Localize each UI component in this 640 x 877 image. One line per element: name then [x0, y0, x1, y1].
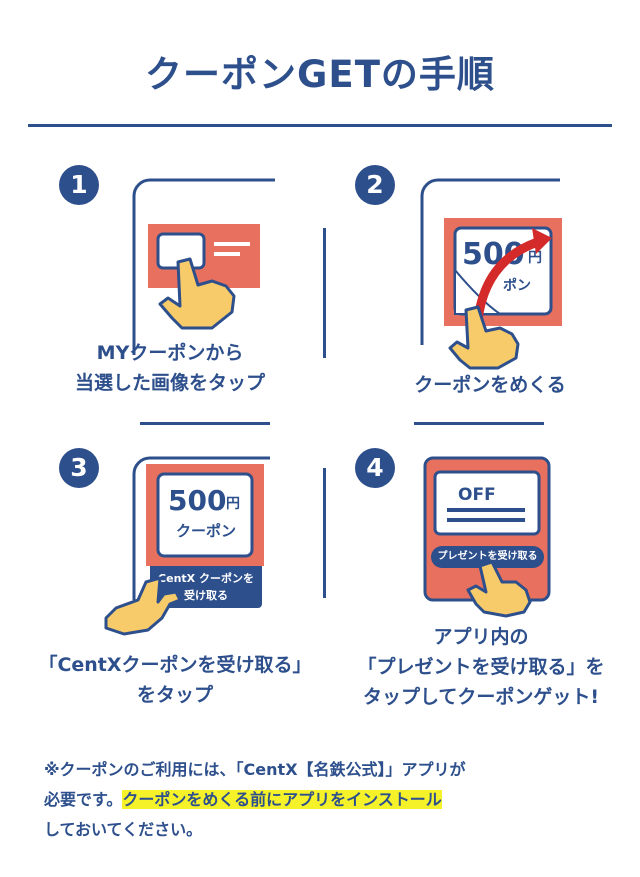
- step-3-coupon-unit: 円: [226, 496, 240, 512]
- hand-icon: [448, 305, 520, 370]
- step-4-caption: アプリ内の 「プレゼントを受け取る」を タップしてクーポンゲット!: [336, 622, 626, 712]
- hand-icon: [466, 560, 532, 618]
- step-2-coupon-label: ポン: [503, 277, 531, 294]
- note-line1: ※クーポンのご利用には、「CentX【名鉄公式】」アプリが: [44, 760, 466, 779]
- step-4-caption-line3: タップしてクーポンゲット!: [362, 686, 600, 708]
- hand-icon: [104, 576, 182, 636]
- step-1-caption-line2: 当選した画像をタップ: [74, 372, 265, 394]
- step-1-caption-line1: MYクーポンから: [96, 342, 244, 364]
- step-4-caption-line2: 「プレゼントを受け取る」を: [357, 656, 605, 678]
- step-3-caption-line2: をタップ: [136, 684, 213, 706]
- note-line2: 必要です。クーポンをめくる前にアプリをインストール: [44, 785, 604, 815]
- horizontal-divider-left: [140, 422, 270, 425]
- step-4-ticket-text: OFF: [458, 485, 496, 505]
- step-4-caption-line1: アプリ内の: [433, 626, 529, 648]
- hand-icon: [158, 257, 236, 330]
- note-highlight: クーポンをめくる前にアプリをインストール: [122, 790, 442, 809]
- step-3-caption: 「CentXクーポンを受け取る」 をタップ: [30, 650, 320, 710]
- horizontal-divider-right: [414, 422, 544, 425]
- step-number-1: 1: [59, 165, 99, 205]
- note-line3: しておいてください。: [44, 820, 203, 839]
- step-2-caption: クーポンをめくる: [380, 370, 600, 400]
- step-number-2: 2: [355, 165, 395, 205]
- curl-arrow-icon: [473, 228, 552, 325]
- page-title: クーポンGETの手順: [145, 53, 495, 96]
- receive-present-button[interactable]: プレゼントを受け取る: [431, 546, 544, 568]
- install-note: ※クーポンのご利用には、「CentX【名鉄公式】」アプリが 必要です。クーポンを…: [44, 755, 604, 845]
- vertical-divider-bottom: [323, 468, 326, 598]
- receive-button-line2: 受け取る: [184, 589, 228, 602]
- step-3-coupon-amount: 500: [168, 484, 226, 517]
- title-divider: [28, 124, 612, 127]
- step-number-4: 4: [355, 448, 395, 488]
- step-1-caption: MYクーポンから 当選した画像をタップ: [40, 338, 300, 398]
- receive-button-line1: CentX クーポンを: [158, 572, 254, 585]
- step-3-caption-line1: 「CentXクーポンを受け取る」: [38, 654, 312, 676]
- step-2-coupon-unit: 円: [528, 250, 542, 266]
- vertical-divider-top: [323, 228, 326, 358]
- note-part2: 必要です。: [44, 790, 123, 809]
- step-number-3: 3: [59, 448, 99, 488]
- step-3-coupon-label: クーポン: [176, 522, 236, 540]
- step-2-caption-line1: クーポンをめくる: [414, 374, 566, 396]
